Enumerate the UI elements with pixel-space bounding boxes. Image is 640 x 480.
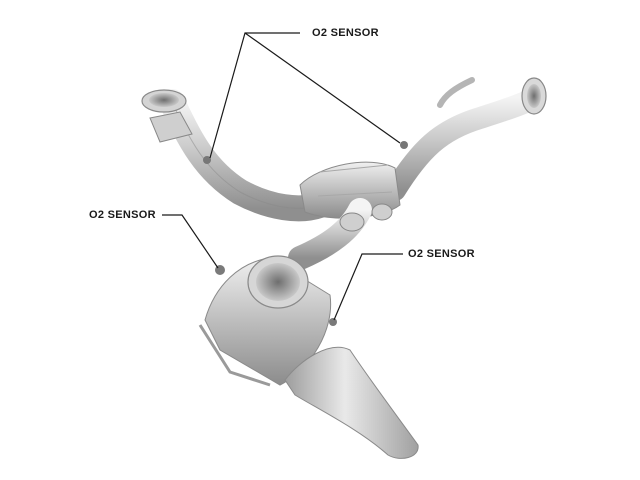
o2-sensor-label-top: O2 SENSOR bbox=[312, 27, 379, 39]
leader-line-left bbox=[162, 214, 219, 269]
o2-sensor-label-right: O2 SENSOR bbox=[408, 248, 475, 260]
upper-catalytic-converter bbox=[299, 161, 401, 219]
upper-left-inlet bbox=[141, 89, 333, 222]
y-pipe-connector bbox=[288, 198, 393, 270]
leader-line-top-right bbox=[244, 32, 401, 144]
leader-line-right bbox=[333, 253, 403, 321]
leader-lines bbox=[162, 32, 403, 321]
upper-right-outlet bbox=[384, 77, 547, 201]
lower-outlet-cone bbox=[284, 346, 419, 459]
leader-line-top-left bbox=[209, 32, 300, 159]
lower-catalytic-converter bbox=[198, 255, 337, 387]
o2-sensor-label-left: O2 SENSOR bbox=[89, 209, 156, 221]
